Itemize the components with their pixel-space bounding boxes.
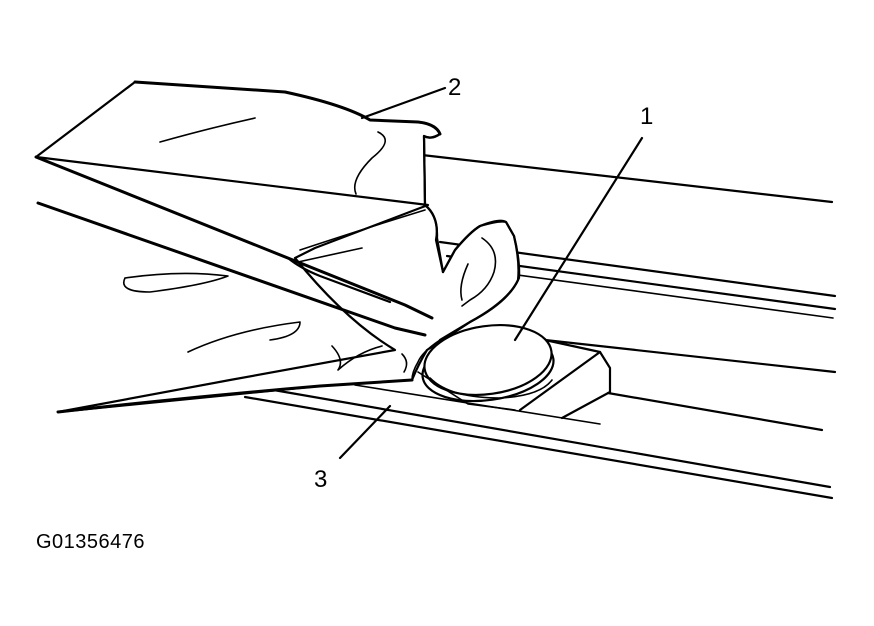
cap-disc	[421, 324, 555, 403]
tool-bar	[34, 155, 434, 337]
leader-line-1	[513, 136, 644, 342]
leader-line-2	[360, 86, 447, 120]
rail-channel	[243, 153, 837, 500]
callout-3: 3	[314, 466, 327, 493]
leader-line-3	[338, 404, 392, 460]
callout-1: 1	[640, 103, 653, 130]
leader-lines	[338, 86, 644, 460]
callout-2: 2	[448, 74, 461, 101]
figure-id: G01356476	[36, 531, 146, 553]
